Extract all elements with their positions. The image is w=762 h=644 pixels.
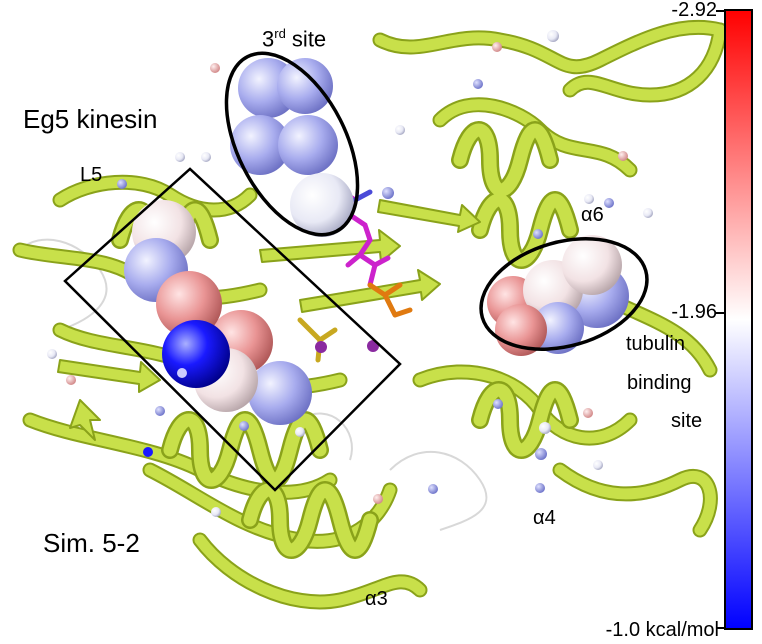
- alpha3-label: α3: [365, 588, 388, 610]
- colorbar-max-label: -2.92: [671, 0, 717, 21]
- ions: [315, 340, 379, 353]
- tubulin-label-line2: binding: [627, 372, 692, 394]
- third-site-label: 3rd site: [262, 26, 327, 52]
- l5-site-box: [63, 167, 402, 492]
- colorbar: [724, 9, 753, 630]
- tubulin-label-line3: site: [671, 410, 703, 432]
- l5-site-spheres: [124, 200, 312, 425]
- colorbar-min-label: -1.0 kcal/mol: [605, 619, 719, 641]
- small-spheres: [47, 30, 653, 517]
- simulation-label: Sim. 5-2: [43, 528, 140, 558]
- third-site-spheres: [230, 58, 354, 237]
- l5-label: L5: [80, 164, 103, 186]
- tubulin-site-ellipse: [479, 237, 649, 351]
- protein-ribbon: [12, 19, 728, 610]
- colorbar-mid-label: -1.96: [671, 301, 717, 323]
- alpha4-label: α4: [533, 507, 556, 529]
- protein-label: Eg5 kinesin: [23, 104, 158, 134]
- third-site-ellipse: [224, 51, 360, 237]
- alpha6-label: α6: [581, 204, 604, 226]
- tubulin-label-line1: tubulin: [626, 333, 685, 355]
